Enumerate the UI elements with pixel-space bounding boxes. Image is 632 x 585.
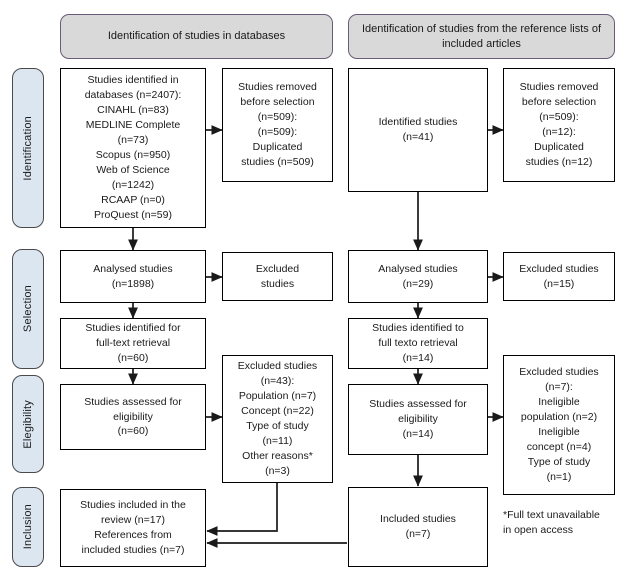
box-full-text-retrieval-databases: Studies identified for full-text retriev…	[60, 318, 206, 369]
box-studies-included-review: Studies included in the review (n=17) Re…	[60, 489, 206, 567]
stage-inclusion: Inclusion	[12, 487, 44, 567]
box-analysed-studies-databases: Analysed studies (n=1898)	[60, 250, 206, 303]
box-assessed-eligibility-references: Studies assessed for eligibility (n=14)	[348, 384, 488, 455]
arrow-db-excluded-to-included	[206, 483, 278, 536]
box-excluded-studies-eligibility-databases: Excluded studies (n=43): Population (n=7…	[222, 355, 333, 483]
box-full-text-retrieval-references: Studies identified to full texto retriev…	[348, 318, 488, 369]
box-excluded-studies-selection-databases: Excluded studies	[222, 252, 333, 301]
stage-label: Elegibility	[22, 399, 34, 449]
stage-label: Identification	[22, 115, 34, 181]
box-excluded-studies-selection-references: Excluded studies (n=15)	[503, 252, 615, 301]
banner-identification-references: Identification of studies from the refer…	[348, 14, 615, 59]
stage-label: Inclusion	[22, 504, 34, 550]
stage-identification: Identification	[12, 68, 44, 228]
box-assessed-eligibility-databases: Studies assessed for eligibility (n=60)	[60, 384, 206, 450]
footnote-full-text-unavailable: *Full text unavailable in open access	[503, 509, 600, 536]
banner-label: Identification of studies from the refer…	[361, 22, 602, 50]
banner-identification-databases: Identification of studies in databases	[60, 14, 333, 59]
box-studies-removed-databases: Studies removed before selection (n=509)…	[222, 68, 333, 182]
banner-label: Identification of studies in databases	[107, 30, 286, 43]
stage-label: Selection	[22, 285, 34, 333]
box-studies-identified-databases: Studies identified in databases (n=2407)…	[60, 68, 206, 228]
box-included-studies-references: Included studies (n=7)	[348, 487, 488, 567]
box-identified-studies-references: Identified studies (n=41)	[348, 68, 488, 192]
stage-eligibility: Elegibility	[12, 375, 44, 473]
box-studies-removed-references: Studies removed before selection (n=509)…	[503, 68, 615, 182]
stage-selection: Selection	[12, 249, 44, 369]
box-excluded-studies-eligibility-references: Excluded studies (n=7): Ineligible popul…	[503, 355, 615, 495]
box-analysed-studies-references: Analysed studies (n=29)	[348, 250, 488, 303]
